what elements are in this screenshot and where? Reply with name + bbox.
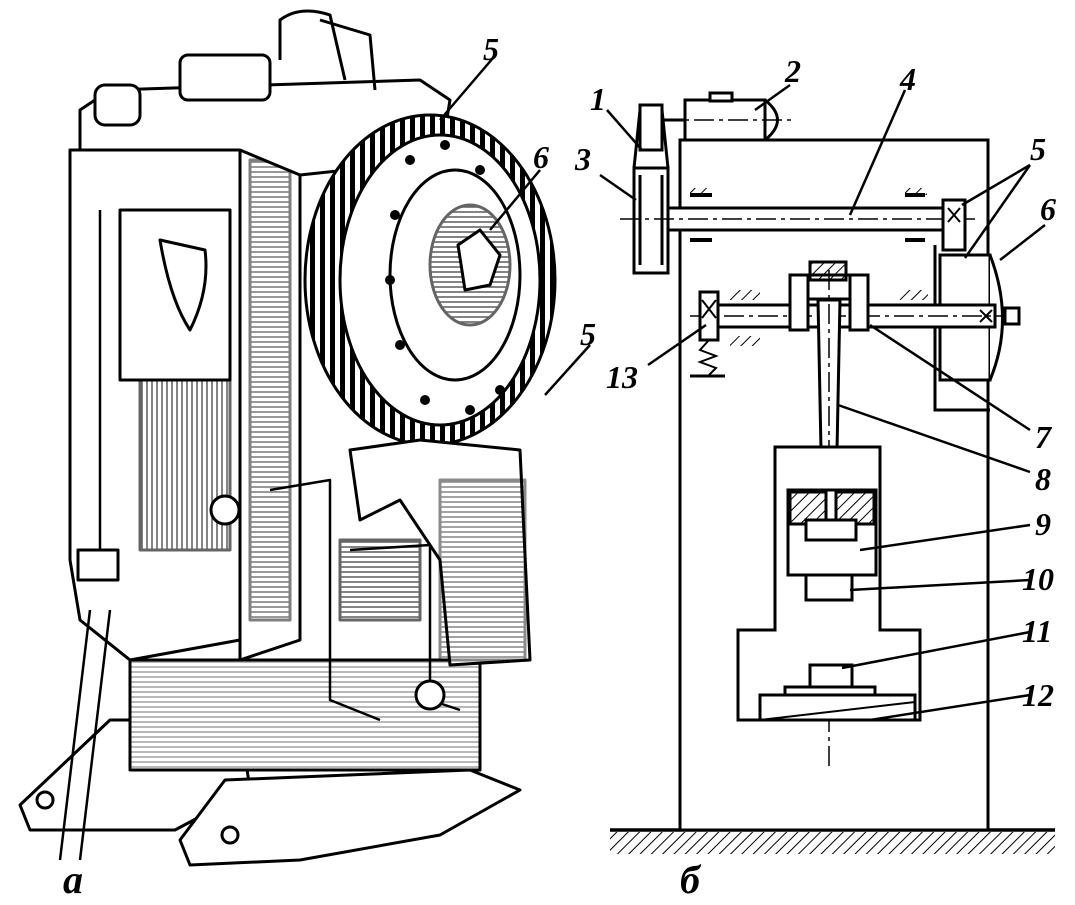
motor-left xyxy=(93,83,142,127)
label-8: 8 xyxy=(1035,461,1051,497)
leader-lines xyxy=(599,83,1046,722)
label-11: 11 xyxy=(1022,613,1052,649)
label-7: 7 xyxy=(1035,419,1053,455)
base-foot-right xyxy=(178,768,522,867)
press-perspective-drawing xyxy=(18,9,557,867)
label-1: 1 xyxy=(590,81,606,117)
top-pipe xyxy=(278,9,347,81)
caption-a: а xyxy=(63,857,83,900)
ground-hatch xyxy=(610,832,1055,854)
panel-a-label-pinion: 5 xyxy=(580,316,596,352)
label-12: 12 xyxy=(1022,677,1054,713)
caption-b: б xyxy=(680,857,702,900)
label-13: 13 xyxy=(606,359,638,395)
label-6: 6 xyxy=(1040,191,1056,227)
panel-a-label-gear: 5 xyxy=(483,31,499,67)
label-3: 3 xyxy=(574,141,591,177)
motor-top xyxy=(178,53,272,102)
punch xyxy=(804,573,854,602)
label-4: 4 xyxy=(899,61,916,97)
label-2: 2 xyxy=(784,53,801,89)
kinematic-scheme xyxy=(610,91,1055,854)
label-10: 10 xyxy=(1022,561,1054,597)
label-5: 5 xyxy=(1030,131,1046,167)
panel-a-label-clutch: 6 xyxy=(533,139,549,175)
pinion xyxy=(941,198,967,252)
label-9: 9 xyxy=(1035,506,1051,542)
scheme-labels: 1 2 3 4 5 6 7 8 9 10 11 12 13 xyxy=(574,53,1056,713)
pulley-small xyxy=(638,103,664,152)
